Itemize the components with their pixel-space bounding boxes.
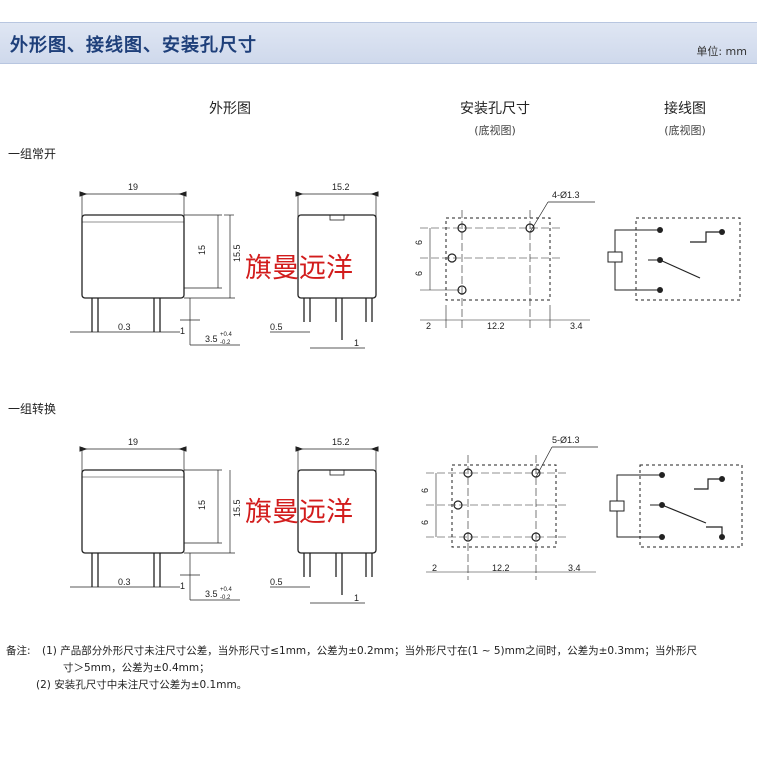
section-label-2: 一组转换 [8,402,57,416]
notes-block: 备注: (1) 产品部分外形尺寸未注尺寸公差，当外形尺寸≤1mm，公差为±0.2m… [6,643,697,694]
dim-width-2: 19 [128,437,138,447]
dim-pin-width-2: 1 [180,581,185,591]
dim-tol-up: +0.4 [220,332,233,338]
dim-pin-side-w: 1 [354,338,359,348]
note-1-number: (1) [42,645,57,657]
note-1-line-1: 产品部分外形尺寸未注尺寸公差，当外形尺寸≤1mm，公差为±0.2mm；当外形尺寸… [60,645,698,657]
dim-pin-length: 3.5 [205,334,218,344]
dim-span: 12.2 [487,321,505,331]
relay-front-body-2 [81,469,185,554]
dim-tol-dn-2: -0.2 [220,595,231,601]
dim-span-2: 12.2 [492,563,510,573]
dim-off-right-2: 3.4 [568,563,581,573]
dim-tol-up-2: +0.4 [220,587,233,593]
note-2-line: 安装孔尺寸中未注尺寸公差为±0.1mm。 [54,679,248,691]
section-label-1: 一组常开 [8,147,57,161]
dim-pin-side-2: 0.5 [270,577,283,587]
dim-pin-length-2: 3.5 [205,589,218,599]
hole-1 [457,223,467,233]
wiring-outline-2 [639,464,743,548]
column-wiring-title: 接线图 [664,101,706,117]
mounting-outline-2 [451,464,557,548]
dim-pitch-a: 6 [414,240,424,245]
dim-pitch-b: 6 [414,271,424,276]
note-1-line-2: 寸＞5mm，公差为±0.4mm； [63,662,210,674]
dim-pitch-b-2: 6 [420,520,430,525]
column-mounting-title: 安装孔尺寸 [460,101,530,117]
drawing-set-1: 19 15.2 15 15.5 0.3 1 3.5 +0.4 -0.2 0.5 … [70,182,741,349]
column-wiring-subtitle: (底视图) [664,124,706,137]
dim-hole: 4-Ø1.3 [552,190,580,200]
watermark-1: 旗曼远洋 [245,253,353,284]
dim-height: 15.5 [232,244,242,262]
relay-front-body [81,214,185,299]
dim-pitch-a-2: 6 [420,488,430,493]
column-mounting-subtitle: (底视图) [474,124,516,137]
watermark-2: 旗曼远洋 [245,497,353,528]
dim-body-2: 15 [197,500,207,510]
dim-off-right: 3.4 [570,321,583,331]
dim-pin-side-w-2: 1 [354,593,359,603]
dim-body: 15 [197,245,207,255]
dim-pin-width: 1 [180,326,185,336]
dim-width: 19 [128,182,138,192]
dim-off-left: 2 [426,321,431,331]
notes-label: 备注: [6,645,31,657]
dim-depth: 15.2 [332,182,350,192]
unit-label: 单位: mm [696,45,747,58]
dim-height-2: 15.5 [232,499,242,517]
mounting-outline [445,217,551,301]
dim-pin-offset-2: 0.3 [118,577,131,587]
dim-tol-dn: -0.2 [220,340,231,346]
hole-4 [457,285,467,295]
hole-3 [447,253,457,263]
wiring-outline [635,217,741,301]
dim-hole-2: 5-Ø1.3 [552,435,580,445]
dim-pin-side: 0.5 [270,322,283,332]
note-2-number: (2) [36,679,51,691]
dim-depth-2: 15.2 [332,437,350,447]
column-outline-title: 外形图 [209,101,251,117]
section-header: 外形图、接线图、安装孔尺寸 单位: mm [0,22,757,64]
page-title: 外形图、接线图、安装孔尺寸 [10,35,257,56]
dim-pin-offset: 0.3 [118,322,131,332]
drawing-set-2: 19 15.2 15 15.5 0.3 1 3.5 +0.4 -0.2 0.5 … [70,435,743,604]
coil-symbol [607,251,623,263]
dim-off-left-2: 2 [432,563,437,573]
